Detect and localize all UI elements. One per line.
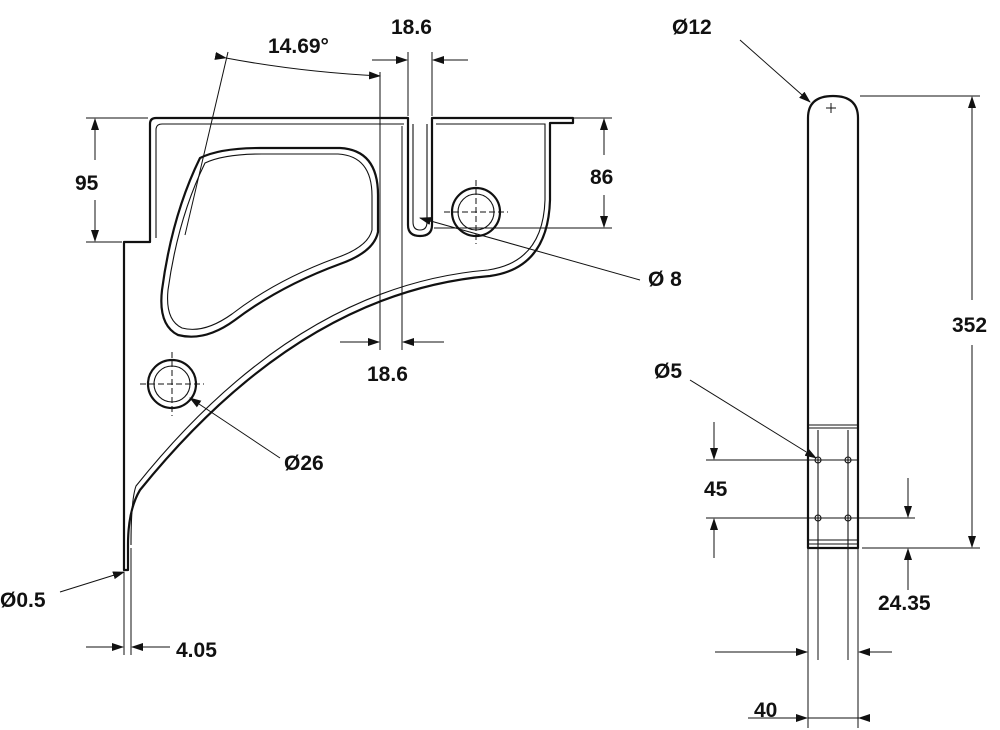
bracket-front-view bbox=[806, 94, 860, 550]
label-slot-bottom: 18.6 bbox=[367, 363, 408, 386]
bracket-dimensions bbox=[59, 51, 641, 655]
label-radius-d05: Ø0.5 bbox=[0, 589, 46, 612]
hole-26-centerline bbox=[140, 352, 204, 416]
dimension-labels: 14.69° 18.6 95 86 Ø 8 18.6 Ø26 Ø0.5 4.05… bbox=[0, 16, 987, 722]
front-inner-lines bbox=[817, 430, 849, 548]
front-dimensions bbox=[689, 39, 980, 728]
front-section-line bbox=[808, 424, 858, 429]
label-thickness: 4.05 bbox=[176, 639, 217, 662]
label-slot-top: 18.6 bbox=[391, 16, 432, 39]
label-width: 40 bbox=[754, 699, 777, 722]
front-outline bbox=[806, 94, 860, 550]
front-bottom-lines bbox=[808, 539, 858, 545]
label-hole-d8: Ø 8 bbox=[648, 268, 682, 291]
slot-inner-line bbox=[412, 124, 428, 231]
label-hole-d26: Ø26 bbox=[284, 452, 324, 475]
bracket-outer-profile bbox=[122, 116, 575, 572]
label-height-86: 86 bbox=[590, 166, 613, 189]
hole-8-centerline bbox=[444, 180, 508, 244]
bracket-cutout bbox=[160, 146, 380, 338]
label-top-d12: Ø12 bbox=[672, 16, 712, 39]
bracket-cutout-inner bbox=[167, 153, 373, 330]
label-hole-d5: Ø5 bbox=[654, 360, 682, 383]
bracket-side-view bbox=[122, 116, 575, 572]
label-spacing-45: 45 bbox=[704, 478, 728, 501]
label-offset: 24.35 bbox=[878, 592, 931, 615]
label-length: 352 bbox=[952, 314, 987, 337]
bracket-inner-profile bbox=[130, 123, 546, 546]
label-height-95: 95 bbox=[75, 172, 99, 195]
pivot-mark bbox=[826, 103, 836, 113]
label-angle: 14.69° bbox=[268, 35, 329, 58]
